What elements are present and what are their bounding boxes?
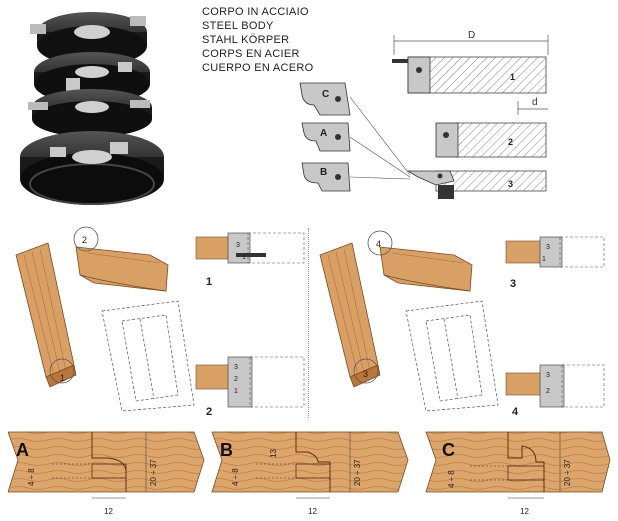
step-2-section: 3 2 1	[195, 356, 305, 408]
step-4-label: 4	[512, 406, 519, 418]
circle-1-label: 1	[60, 373, 65, 383]
cutter-section-diagram: D 1 d 2 3 C A B	[299, 30, 549, 199]
step-1-knife-3: 3	[236, 242, 240, 249]
profile-c: C 4 ÷ 8 20 ÷ 37 12	[425, 431, 611, 516]
wood-profile-left	[75, 246, 169, 292]
step-4-knife-3: 3	[546, 372, 550, 379]
step-2-label: 2	[206, 406, 212, 418]
step-1-knife-1: 1	[242, 254, 246, 261]
wood-rail-right	[319, 242, 381, 388]
wood-profile-right	[379, 246, 473, 292]
step-3-knife-1: 1	[542, 256, 546, 263]
profile-b-width: 12	[308, 507, 317, 516]
joint-profiles: A 4 ÷ 8 20 ÷ 37 12 B 13 4 ÷ 8 20 ÷ 37 12…	[8, 431, 611, 516]
title-english: STEEL BODY	[202, 20, 274, 32]
profile-a-height: 20 ÷ 37	[149, 459, 158, 486]
step-3-section: 3 1	[505, 236, 605, 268]
circle-4-label: 4	[376, 239, 381, 249]
dashed-frame-right	[405, 300, 499, 412]
step-2-knife-1: 1	[234, 388, 238, 395]
knife-a: A	[301, 122, 351, 152]
cutter-section-2: 2	[435, 122, 547, 158]
step-3-label: 3	[510, 278, 516, 290]
title-german: STAHL KÖRPER	[202, 34, 290, 46]
knife-a-label: A	[320, 128, 327, 139]
profile-a-label: A	[16, 440, 29, 460]
step-2-knife-3: 3	[234, 364, 238, 371]
step-1-label: 1	[206, 276, 212, 288]
profile-b-thickness: 4 ÷ 8	[231, 468, 240, 486]
profile-b-label: B	[220, 440, 233, 460]
position-2-label: 2	[508, 137, 513, 147]
profile-a: A 4 ÷ 8 20 ÷ 37 12	[8, 431, 205, 516]
cutter-set-photo	[20, 12, 164, 205]
assembly-left: 1 2 3 1 1 3 2 1 2	[15, 226, 305, 418]
knife-b: B	[301, 162, 351, 192]
cutter-section-1: 1	[392, 56, 547, 94]
profile-c-height: 20 ÷ 37	[563, 459, 572, 486]
cutter-section-3: 3	[406, 170, 547, 199]
profile-c-thickness: 4 ÷ 8	[447, 470, 456, 488]
knife-c-label: C	[322, 89, 329, 100]
step-3-knife-3: 3	[546, 244, 550, 251]
circle-3-label: 3	[363, 369, 368, 379]
position-3-label: 3	[508, 179, 513, 189]
profile-b: B 13 4 ÷ 8 20 ÷ 37 12	[211, 431, 409, 516]
cutter-bottom	[20, 131, 164, 205]
cutter-third	[28, 89, 152, 137]
assembly-right: 3 4 3 1 3 3 2 4	[319, 230, 605, 418]
depth-label: d	[532, 97, 538, 108]
step-2-knife-2: 2	[234, 376, 238, 383]
profile-b-extra: 13	[269, 449, 278, 458]
profile-a-width: 12	[104, 507, 113, 516]
title-spanish: CUERPO EN ACERO	[202, 62, 314, 74]
title-italian: CORPO IN ACCIAIO	[202, 6, 309, 18]
title-french: CORPS EN ACIER	[202, 48, 300, 60]
position-1-label: 1	[510, 72, 515, 82]
step-1-section: 3 1	[195, 232, 305, 264]
profile-c-width: 12	[520, 507, 529, 516]
knife-b-label: B	[320, 167, 327, 178]
dashed-frame-left	[101, 300, 195, 412]
profile-a-thickness: 4 ÷ 8	[27, 468, 36, 486]
diameter-label: D	[468, 30, 475, 41]
knife-c: C	[299, 82, 351, 116]
wood-rail-left	[15, 242, 77, 388]
step-4-knife-2: 2	[546, 388, 550, 395]
profile-b-height: 20 ÷ 37	[353, 459, 362, 486]
center-divider	[308, 228, 309, 418]
circle-2-label: 2	[82, 235, 87, 245]
profile-c-label: C	[442, 440, 455, 460]
step-4-section: 3 2	[505, 364, 605, 408]
